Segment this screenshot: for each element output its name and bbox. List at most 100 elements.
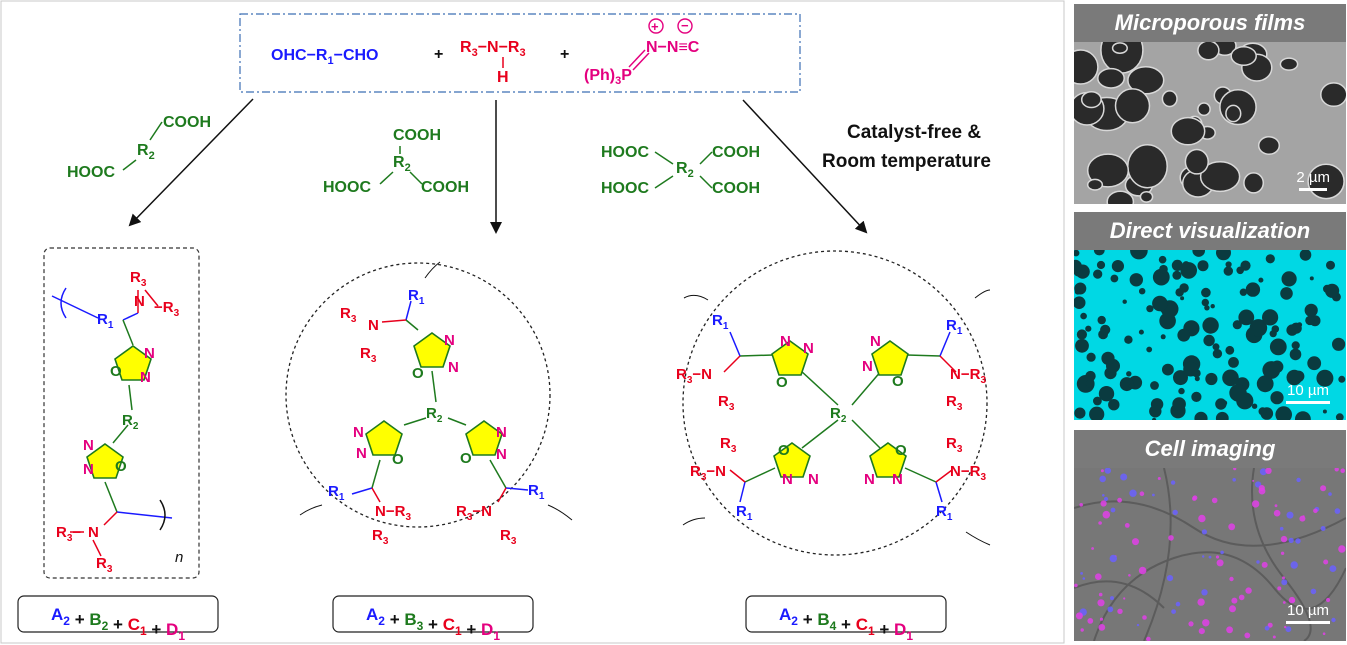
svg-text:R3: R3 (96, 555, 113, 575)
svg-text:R3−N: R3−N (456, 503, 492, 523)
svg-text:N−N≡C: N−N≡C (646, 39, 700, 56)
svg-text:n: n (175, 549, 183, 566)
svg-text:N: N (140, 369, 151, 386)
svg-text:N−R3: N−R3 (375, 503, 411, 523)
svg-text:N: N (496, 424, 507, 441)
svg-text:R1: R1 (528, 482, 545, 502)
linear-polymer-box (43, 247, 200, 579)
star-b4-circle (682, 250, 988, 556)
plus-sign-2: + (560, 46, 569, 63)
formula-box (332, 595, 534, 633)
svg-text:R2: R2 (676, 160, 694, 180)
panel-cell-imaging: Cell imaging 10 µm (1074, 430, 1346, 641)
formula-box (17, 595, 219, 633)
formula-text: A2 + B4 + C1 + D1 (779, 605, 913, 643)
svg-text:N: N (88, 524, 99, 541)
acid-b3: COOH R2 HOOC COOH (323, 127, 469, 196)
svg-text:HOOC: HOOC (323, 179, 371, 196)
scheme-border (0, 0, 1065, 644)
panel-microporous-films: Microporous films 2 µm (1074, 4, 1346, 204)
svg-text:R3: R3 (946, 393, 963, 413)
svg-text:Room temperature: Room temperature (822, 151, 991, 172)
svg-text:N: N (782, 471, 793, 488)
scale-bar: 10 µm (1286, 602, 1330, 624)
svg-text:R3: R3 (340, 305, 357, 325)
svg-text:O: O (115, 458, 127, 475)
svg-text:R1: R1 (328, 483, 345, 503)
svg-text:COOH: COOH (712, 180, 760, 197)
svg-text:R3−N−R3: R3−N−R3 (460, 39, 526, 59)
svg-text:O: O (892, 373, 904, 390)
svg-text:N: N (864, 471, 875, 488)
svg-text:N: N (356, 445, 367, 462)
svg-text:R3: R3 (130, 269, 147, 289)
svg-text:O: O (778, 442, 790, 459)
svg-text:R3: R3 (946, 435, 963, 455)
svg-text:R3: R3 (500, 527, 517, 547)
svg-text:−: − (681, 18, 689, 33)
arrow-right (742, 99, 868, 234)
svg-text:N: N (444, 332, 455, 349)
svg-text:O: O (460, 450, 472, 467)
svg-text:R2: R2 (137, 142, 155, 162)
reaction-scheme: OHC−R1−CHO + R3−N−R3 H + (Ph)3P N−N≡C + … (0, 0, 1065, 644)
svg-text:N: N (803, 340, 814, 357)
svg-text:COOH: COOH (712, 144, 760, 161)
svg-text:R2: R2 (830, 405, 847, 425)
scale-bar: 2 µm (1296, 169, 1330, 191)
reagent-dialdehyde: OHC−R1−CHO (271, 47, 379, 67)
svg-text:−R3: −R3 (154, 299, 180, 319)
reagents-box (239, 13, 801, 93)
panel-direct-visualization: Direct visualization 10 µm (1074, 212, 1346, 420)
svg-text:(Ph)3P: (Ph)3P (584, 67, 632, 87)
svg-text:N: N (862, 358, 873, 375)
svg-text:R3: R3 (718, 393, 735, 413)
svg-text:R2: R2 (393, 154, 411, 174)
svg-text:H: H (497, 69, 509, 86)
acid-b4: HOOC COOH R2 HOOC COOH (601, 144, 760, 197)
linear-polymer-structure: R1 R3 N −R3 O N N R2 N N O R3− N R3 n (51, 269, 183, 575)
svg-text:R3: R3 (372, 527, 389, 547)
sem-micrograph (1074, 42, 1346, 204)
svg-text:Catalyst-free &: Catalyst-free & (847, 122, 981, 143)
svg-text:OHC−R1−CHO: OHC−R1−CHO (271, 47, 379, 67)
svg-text:R1: R1 (936, 503, 953, 523)
svg-text:R3: R3 (360, 345, 377, 365)
svg-text:N: N (83, 437, 94, 454)
svg-text:HOOC: HOOC (601, 180, 649, 197)
svg-text:N: N (780, 333, 791, 350)
acid-b2: COOH R2 HOOC (67, 114, 211, 181)
svg-text:O: O (110, 363, 122, 380)
panel-title: Microporous films (1074, 4, 1346, 42)
panel-title: Direct visualization (1074, 212, 1346, 250)
svg-text:N: N (808, 471, 819, 488)
svg-text:R3: R3 (720, 435, 737, 455)
svg-text:R3−N: R3−N (676, 366, 712, 386)
fluorescence-micrograph (1074, 250, 1346, 420)
svg-text:R1: R1 (97, 311, 114, 331)
panel-title: Cell imaging (1074, 430, 1346, 468)
svg-text:O: O (412, 365, 424, 382)
svg-text:N: N (448, 359, 459, 376)
svg-text:HOOC: HOOC (67, 164, 115, 181)
svg-text:R1: R1 (712, 312, 729, 332)
conditions-text: Catalyst-free & Room temperature (822, 122, 991, 172)
svg-text:N: N (892, 471, 903, 488)
svg-text:+: + (651, 19, 659, 34)
cell-micrograph (1074, 468, 1346, 641)
svg-text:R3−N: R3−N (690, 463, 726, 483)
svg-text:R3−: R3− (56, 524, 81, 544)
svg-text:HOOC: HOOC (601, 144, 649, 161)
svg-text:N: N (134, 293, 145, 310)
svg-text:COOH: COOH (393, 127, 441, 144)
formula-text: A2 + B3 + C1 + D1 (366, 605, 500, 643)
svg-text:O: O (895, 442, 907, 459)
svg-text:N: N (83, 461, 94, 478)
reagent-amine: R3−N−R3 H (460, 39, 526, 86)
scale-bar: 10 µm (1286, 382, 1330, 404)
star-b4-structure: R2 R1 N N O R3−N R3 N N O R1 N−R3 R3 O N… (676, 289, 991, 546)
svg-text:COOH: COOH (163, 114, 211, 131)
svg-text:N: N (144, 345, 155, 362)
svg-text:N: N (496, 446, 507, 463)
svg-text:O: O (776, 374, 788, 391)
